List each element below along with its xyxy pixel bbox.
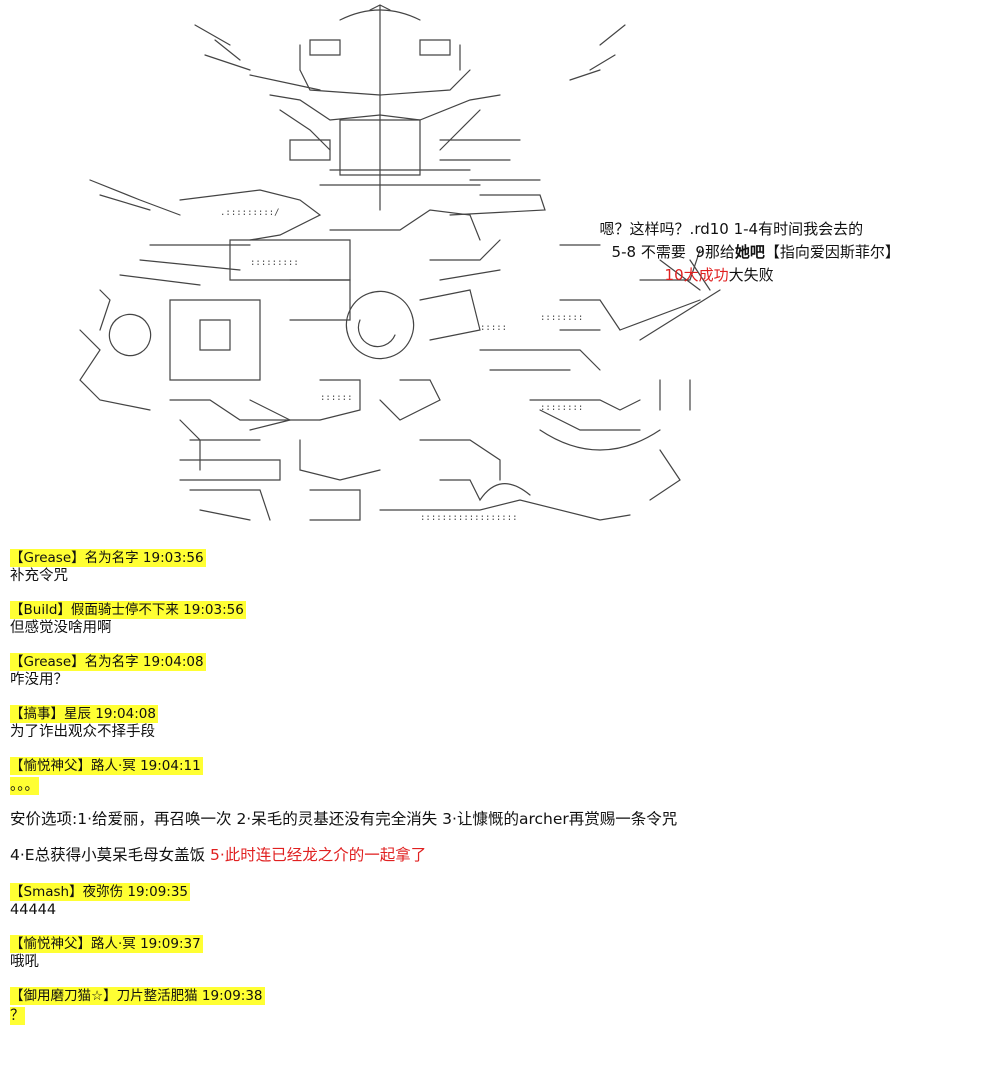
speech-text-3: 大失败	[728, 266, 774, 284]
post-body: 哦吼	[10, 954, 39, 970]
post: 【Build】假面骑士停不下来 19:03:56 但感觉没啥用啊	[10, 599, 970, 637]
post-header: 【Grease】名为名字 19:04:08	[10, 653, 206, 671]
post: 【Grease】名为名字 19:03:56 补充令咒	[10, 547, 970, 585]
post-header: 【Build】假面骑士停不下来 19:03:56	[10, 601, 246, 619]
post-header: 【愉悦神父】路人·冥 19:09:37	[10, 935, 203, 953]
speech-text-1: 嗯？这样吗？.rd10 1-4有时间我会去的	[599, 220, 864, 238]
svg-text:::::::::: ::::::::	[540, 403, 583, 413]
ascii-art-illustration: .:::::::::/ ::::::::: ::::: :::::::: :::…	[79, 4, 721, 523]
post: 【愉悦神父】路人·冥 19:09:37 哦吼	[10, 933, 970, 971]
svg-text:::::::::::::::::::: ::::::::::::::::::	[420, 513, 518, 523]
post-body: ？	[10, 1007, 25, 1025]
option-line-2: 4·E总获得小莫呆毛母女盖饭 5·此时连已经龙之介的一起拿了	[10, 845, 970, 865]
post-list: 【Grease】名为名字 19:03:56 补充令咒 【Build】假面骑士停不…	[10, 547, 970, 1039]
speech-line-3: 10大成功大失败	[655, 242, 774, 286]
post-header: 【搞事】星辰 19:04:08	[10, 705, 158, 723]
option-line-1: 安价选项:1·给爱丽，再召唤一次 2·呆毛的灵基还没有完全消失 3·让慷慨的ar…	[10, 810, 678, 828]
post-body: 为了诈出观众不择手段	[10, 724, 155, 740]
post: 【御用磨刀猫☆】刀片整活肥猫 19:09:38 ？	[10, 985, 970, 1025]
speech-line-2: 5-8 不需要 9那给她吧【指向爱因斯菲尔】	[602, 219, 900, 263]
post-header: 【御用磨刀猫☆】刀片整活肥猫 19:09:38	[10, 987, 265, 1005]
speech-text-3-red: 10大成功	[664, 266, 729, 284]
post-header: 【Smash】夜弥伤 19:09:35	[10, 883, 191, 901]
option-line-2-red: 5·此时连已经龙之介的一起拿了	[210, 846, 427, 864]
post-body: 44444	[10, 902, 57, 918]
speech-line-1: 嗯？这样吗？.rd10 1-4有时间我会去的	[590, 196, 864, 240]
post: 【Grease】名为名字 19:04:08 咋没用？	[10, 651, 970, 689]
svg-text:.:::::::::/: .:::::::::/	[220, 208, 280, 218]
post-body: 补充令咒	[10, 568, 68, 584]
svg-text:::::::: ::::::	[320, 393, 353, 403]
option-line-2-text: 4·E总获得小莫呆毛母女盖饭	[10, 846, 211, 864]
post-header: 【愉悦神父】路人·冥 19:04:11	[10, 757, 203, 775]
post-body: 。。。	[10, 777, 39, 795]
post-body: 咋没用？	[10, 672, 68, 688]
svg-text:::::::::: ::::::::	[540, 313, 583, 323]
svg-text::::::: :::::	[480, 323, 507, 333]
post: 【Smash】夜弥伤 19:09:35 44444	[10, 881, 970, 919]
speech-text-2c: 【指向爱因斯菲尔】	[764, 243, 900, 261]
post: 【愉悦神父】路人·冥 19:04:11 。。。	[10, 755, 970, 795]
speech-text-2b: 她吧	[734, 243, 765, 261]
post-body: 但感觉没啥用啊	[10, 620, 112, 636]
speech-text-2a: 5-8 不需要 9那给	[611, 243, 735, 261]
svg-text::::::::::: :::::::::	[250, 258, 299, 268]
post: 【搞事】星辰 19:04:08 为了诈出观众不择手段	[10, 703, 970, 741]
post-header: 【Grease】名为名字 19:03:56	[10, 549, 206, 567]
